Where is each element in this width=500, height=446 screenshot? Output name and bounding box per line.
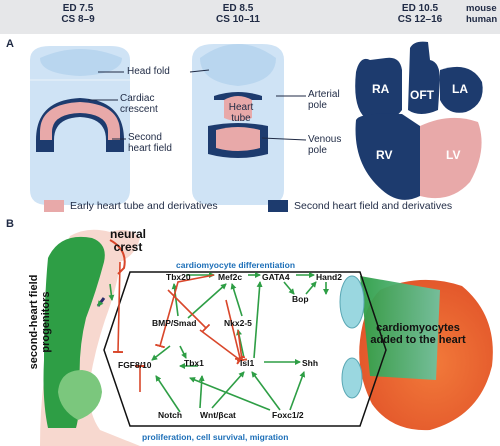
panel-b-letter: B	[6, 218, 14, 230]
legend-swatch-shf	[268, 200, 288, 212]
panel-a-leader-lines	[88, 69, 307, 141]
species-labels: mouse human	[466, 3, 497, 25]
label-oft: OFT	[410, 88, 434, 102]
label-neural-crest: neural crest	[109, 227, 146, 254]
label-lv: LV	[446, 148, 461, 162]
gene-fgf8-10: FGF8/10	[118, 360, 152, 370]
panel-a-letter: A	[6, 38, 14, 50]
label-rv: RV	[376, 148, 393, 162]
label-la: LA	[452, 82, 468, 96]
gene-bop: Bop	[292, 294, 309, 304]
stage-1-ed: ED 7.5	[62, 3, 94, 14]
species-mouse: mouse	[466, 3, 497, 14]
gene-gata4: GATA4	[262, 272, 290, 282]
gene-notch: Notch	[158, 410, 183, 420]
gene-hand2: Hand2	[316, 272, 342, 282]
embryo-ed8-5	[192, 44, 284, 205]
gene-wnt-bcat: Wnt/βcat	[200, 410, 236, 420]
label-heart-tube: Heart tube	[228, 102, 254, 124]
stage-1-cs: CS 8–9	[61, 14, 95, 25]
caption-proliferation: proliferation, cell survival, migration	[142, 432, 289, 442]
stage-3-cs: CS 12–16	[397, 14, 443, 25]
gene-tbx20: Tbx20	[166, 272, 191, 282]
legend-swatch-early	[44, 200, 64, 212]
legend-early-label: Early heart tube and derivatives	[70, 200, 218, 212]
label-cardiomyocytes-added: cardiomyocytes added to the heart	[370, 322, 466, 346]
gene-bmp-smad: BMP/Smad	[152, 318, 197, 328]
embryo-ed7-5	[30, 46, 130, 205]
caption-differentiation: cardiomyocyte differentiation	[176, 260, 296, 270]
label-venous-pole: Venous pole	[308, 134, 342, 156]
regulatory-arrows	[108, 261, 329, 413]
label-head-fold: Head fold	[127, 66, 170, 77]
pharyngeal-region	[40, 229, 140, 446]
heart-panel-b	[339, 275, 493, 431]
legend-shf-label: Second heart field and derivatives	[294, 200, 453, 212]
label-ra: RA	[372, 82, 390, 96]
label-second-heart-field: Second heart field	[128, 132, 172, 154]
heart-ed10-5	[355, 41, 483, 200]
stage-1: ED 7.5 CS 8–9	[38, 3, 118, 25]
stage-2: ED 8.5 CS 10–11	[198, 3, 278, 25]
stage-header-band	[0, 0, 500, 34]
gene-nkx2-5: Nkx2-5	[224, 318, 252, 328]
gene-isl1: Isl1	[240, 358, 255, 368]
stage-2-ed: ED 8.5	[222, 3, 254, 14]
gene-tbx1: Tbx1	[184, 358, 204, 368]
stage-3-ed: ED 10.5	[401, 3, 439, 14]
gene-shh: Shh	[302, 358, 319, 368]
label-cardiac-crescent: Cardiac crescent	[120, 93, 158, 115]
label-shf-progenitors: second-heart field progenitors	[28, 274, 52, 370]
gene-mef2c: Mef2c	[218, 272, 243, 282]
stage-3: ED 10.5 CS 12–16	[380, 3, 460, 25]
gene-foxc1-2: Foxc1/2	[272, 410, 304, 420]
species-human: human	[466, 14, 498, 25]
label-arterial-pole: Arterial pole	[308, 89, 340, 111]
stage-2-cs: CS 10–11	[216, 14, 260, 25]
network-frame	[103, 271, 387, 427]
